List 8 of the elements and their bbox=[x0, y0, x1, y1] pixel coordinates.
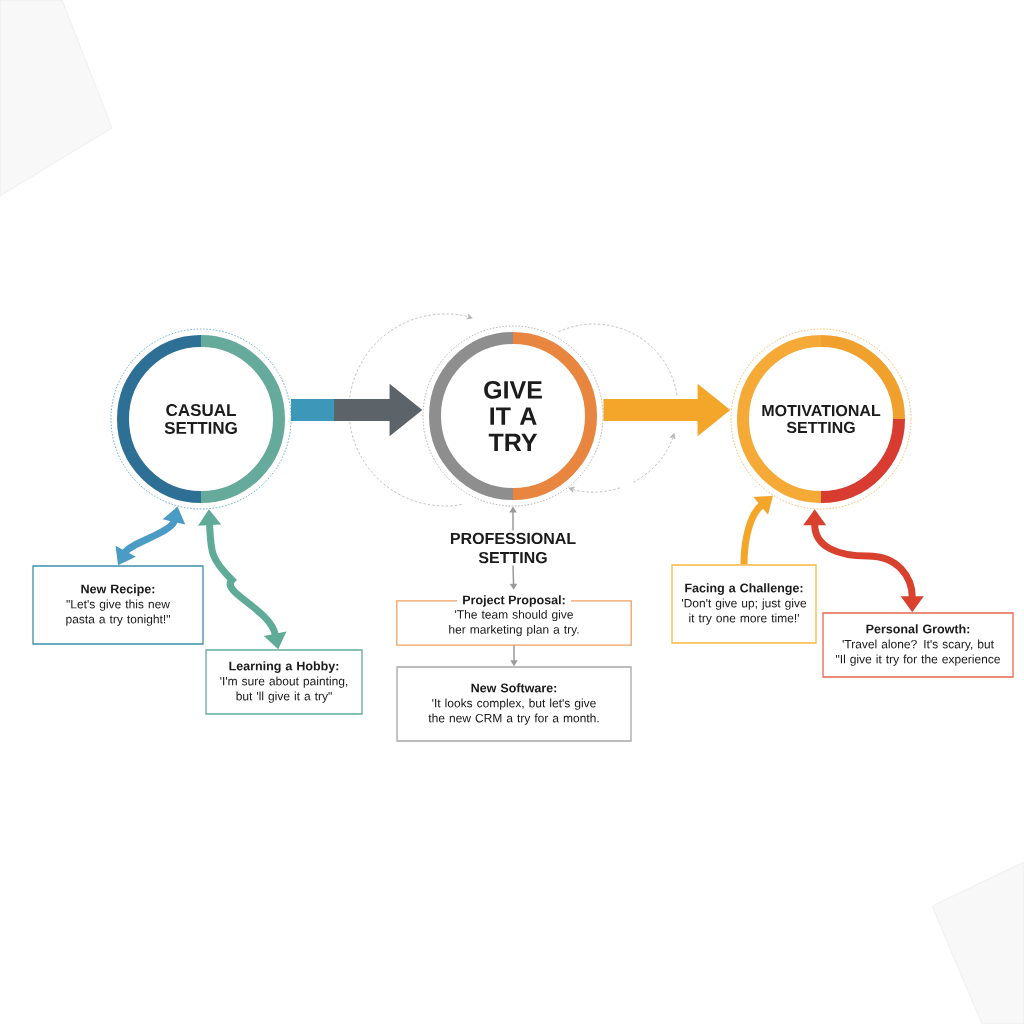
quote-box: Project Proposal: 'The team should give her marketing plan a try. bbox=[396, 595, 632, 646]
quote-box: Facing a Challenge: 'Don't give up; just give it try one more time!' bbox=[671, 564, 817, 644]
setting-label: PROFESSIONAL SETTING bbox=[450, 532, 576, 564]
quote-box: Personal Growth: 'Travel alone? It's scary, but "Il give it try for the experience bbox=[822, 612, 1014, 678]
quote-box: New Software: 'It looks complex, but let's give the new CRM a try for a month. bbox=[396, 666, 632, 742]
quote-box: Learning a Hobby: 'I'm sure about painting, but 'll give it a try" bbox=[205, 649, 363, 715]
curved-arrow bbox=[740, 495, 773, 565]
quote-box: New Recipe: "Let's give this new pasta a try tonight!" bbox=[32, 565, 204, 645]
